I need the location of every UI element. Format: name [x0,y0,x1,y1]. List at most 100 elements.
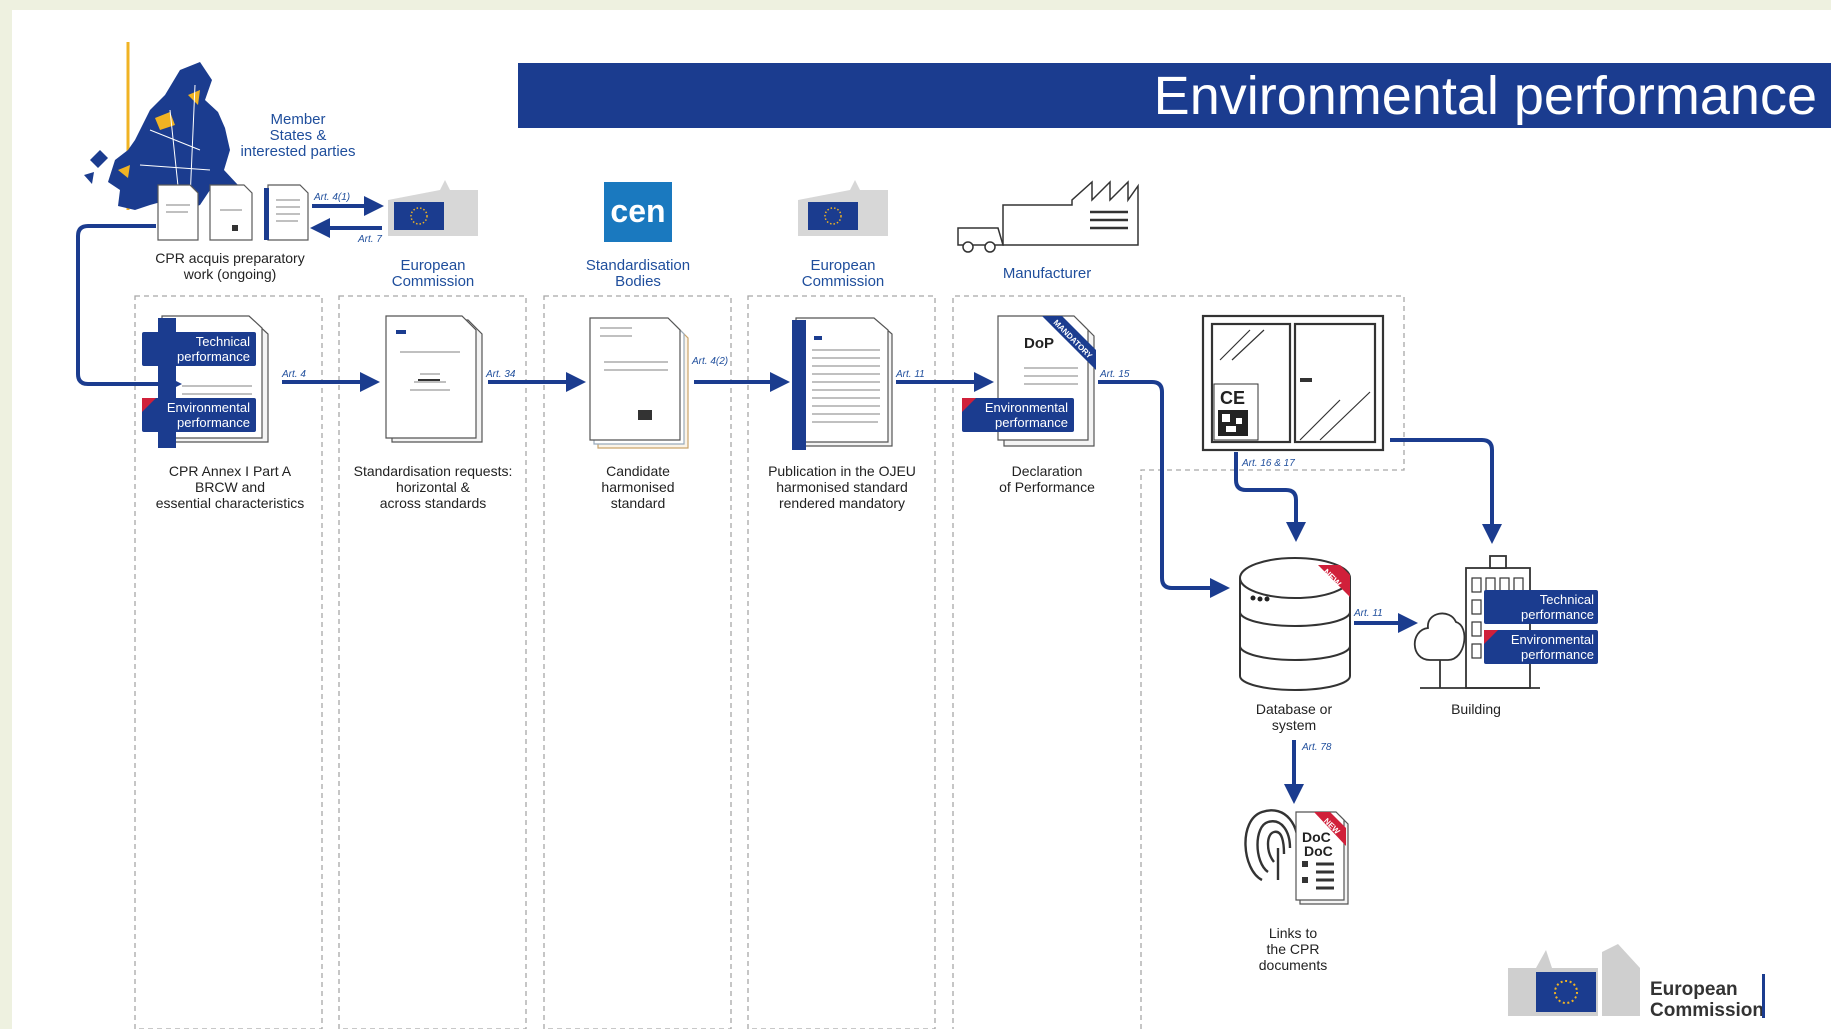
ce-mark-text: CE [1220,388,1245,408]
environmental-performance-tag-1-line-2: performance [177,415,250,430]
stage-label-3: Candidate harmonised standard [601,463,674,511]
technical-performance-tag-1-line-2: performance [177,349,250,364]
environmental-performance-tag-3-line-2: performance [1521,647,1594,662]
page-title: Environmental performance [1153,66,1817,126]
environmental-performance-tag-1: Environmental performance [142,398,256,432]
article-label-7: Art. 7 [357,234,382,245]
arrow-window-to-database [1234,452,1306,542]
member-states-label: Member States & interested parties [240,111,355,160]
cen-logo: cen [604,182,672,242]
stage-label-5-line-2: of Performance [999,479,1095,495]
european-commission-footer-logo: European Commission [1508,944,1765,1021]
stage-label-1-line-3: essential characteristics [156,495,305,511]
european-commission-label-2: European Commission [802,257,885,290]
column-frame-4 [747,295,936,1029]
technical-performance-tag-1-line-1: Technical [196,334,250,349]
technical-performance-tag-2: Technical performance [1484,590,1598,624]
technical-performance-tag-2-line-2: performance [1521,607,1594,622]
column-frame-2 [338,295,527,1029]
stage-label-4-line-1: Publication in the OJEU [768,463,916,479]
eu-map-icon [84,42,238,212]
european-commission-label-1: European Commission [392,257,475,290]
arrow-window-to-building [1390,438,1502,544]
doc-label-front: DoC [1304,843,1333,859]
stage-label-4-line-3: rendered mandatory [779,495,905,511]
environmental-performance-tag-2-line-1: Environmental [985,400,1068,415]
arrow-dop-to-database [1098,380,1230,598]
european-commission-label-1-line-1: European [400,257,465,274]
cpr-acquis-documents-icon [157,184,309,241]
fingerprint-icon [1244,809,1300,882]
factory-icon [957,180,1139,253]
candidate-standard-document-icon [589,317,689,449]
member-states-label-line-2: States & [270,127,327,144]
stage-label-5-line-1: Declaration [1012,463,1083,479]
doc-document-icon [1295,811,1349,905]
building-icon [1413,555,1540,689]
european-commission-logo-2 [798,180,888,236]
environmental-performance-tag-2-line-2: performance [995,415,1068,430]
slide [12,10,1831,1029]
stage-label-3-line-1: Candidate [606,463,670,479]
stage-label-2: Standardisation requests: horizontal & a… [354,463,513,511]
environmental-performance-tag-3: Environmental performance [1484,630,1598,664]
european-commission-label-1-line-2: Commission [392,273,475,290]
technical-performance-tag-2-line-1: Technical [1540,592,1594,607]
environmental-performance-tag-3-line-1: Environmental [1511,632,1594,647]
standardisation-request-document-icon [385,315,483,443]
doc-label-back: DoC [1302,829,1331,845]
technical-performance-tag-1: Technical performance [142,332,256,366]
links-label-line-1: Links to [1269,925,1317,941]
links-label-line-3: documents [1259,957,1327,973]
article-label-4-1: Art. 4(1) [313,192,350,203]
database-label-line-2: system [1272,717,1316,733]
cpr-acquis-label-line-1: CPR acquis preparatory [155,250,304,266]
column-frame-3 [543,295,732,1029]
links-label-line-2: the CPR [1267,941,1320,957]
dop-label: DoP [1024,335,1054,352]
european-commission-logo-1 [388,180,478,236]
stage-label-2-line-1: Standardisation requests: [354,463,513,479]
title-bar: Environmental performance [518,63,1831,128]
standardisation-bodies-label-line-1: Standardisation [586,257,690,274]
ce-marking: CE [1213,383,1259,441]
stage-label-4: Publication in the OJEU harmonised stand… [768,463,916,511]
column-frame-1 [134,295,323,1029]
column-frame-5 [952,295,1405,1029]
article-label-11-a: Art. 11 [895,369,925,380]
stage-label-1-line-1: CPR Annex I Part A [169,463,292,479]
cpr-acquis-label-line-2: work (ongoing) [183,266,277,282]
article-label-16-17: Art. 16 & 17 [1241,458,1295,469]
links-label: Links to the CPR documents [1259,925,1327,973]
stage-label-3-line-3: standard [611,495,665,511]
stage-label-2-line-3: across standards [380,495,487,511]
article-label-4: Art. 4 [281,369,306,380]
footer-logo-line-2: Commission [1650,1000,1764,1021]
cen-logo-text: cen [610,193,665,229]
arrow-acquis-to-annex [76,224,182,394]
european-commission-label-2-line-2: Commission [802,273,885,290]
environmental-performance-tag-2: Environmental performance [962,398,1074,432]
flow-arrows [76,196,1502,804]
european-commission-label-2-line-1: European [810,257,875,274]
column-frames [134,295,1405,1029]
stage-label-2-line-2: horizontal & [396,479,471,495]
stage-label-5: Declaration of Performance [999,463,1095,495]
article-label-11-b: Art. 11 [1353,608,1383,619]
stage-label-3-line-2: harmonised [601,479,674,495]
building-label: Building [1451,701,1501,717]
database-label: Database or system [1256,701,1333,733]
standardisation-bodies-label-line-2: Bodies [615,273,661,290]
footer-logo-line-1: European [1650,979,1738,1000]
manufacturer-label: Manufacturer [1003,265,1091,282]
stage-label-4-line-2: harmonised standard [776,479,908,495]
database-label-line-1: Database or [1256,701,1333,717]
database-icon [1239,557,1351,691]
article-label-34: Art. 34 [485,369,516,380]
standardisation-bodies-label: Standardisation Bodies [586,257,690,290]
member-states-label-line-3: interested parties [240,143,355,160]
stage-label-1: CPR Annex I Part A BRCW and essential ch… [156,463,305,511]
member-states-label-line-1: Member [270,111,325,128]
